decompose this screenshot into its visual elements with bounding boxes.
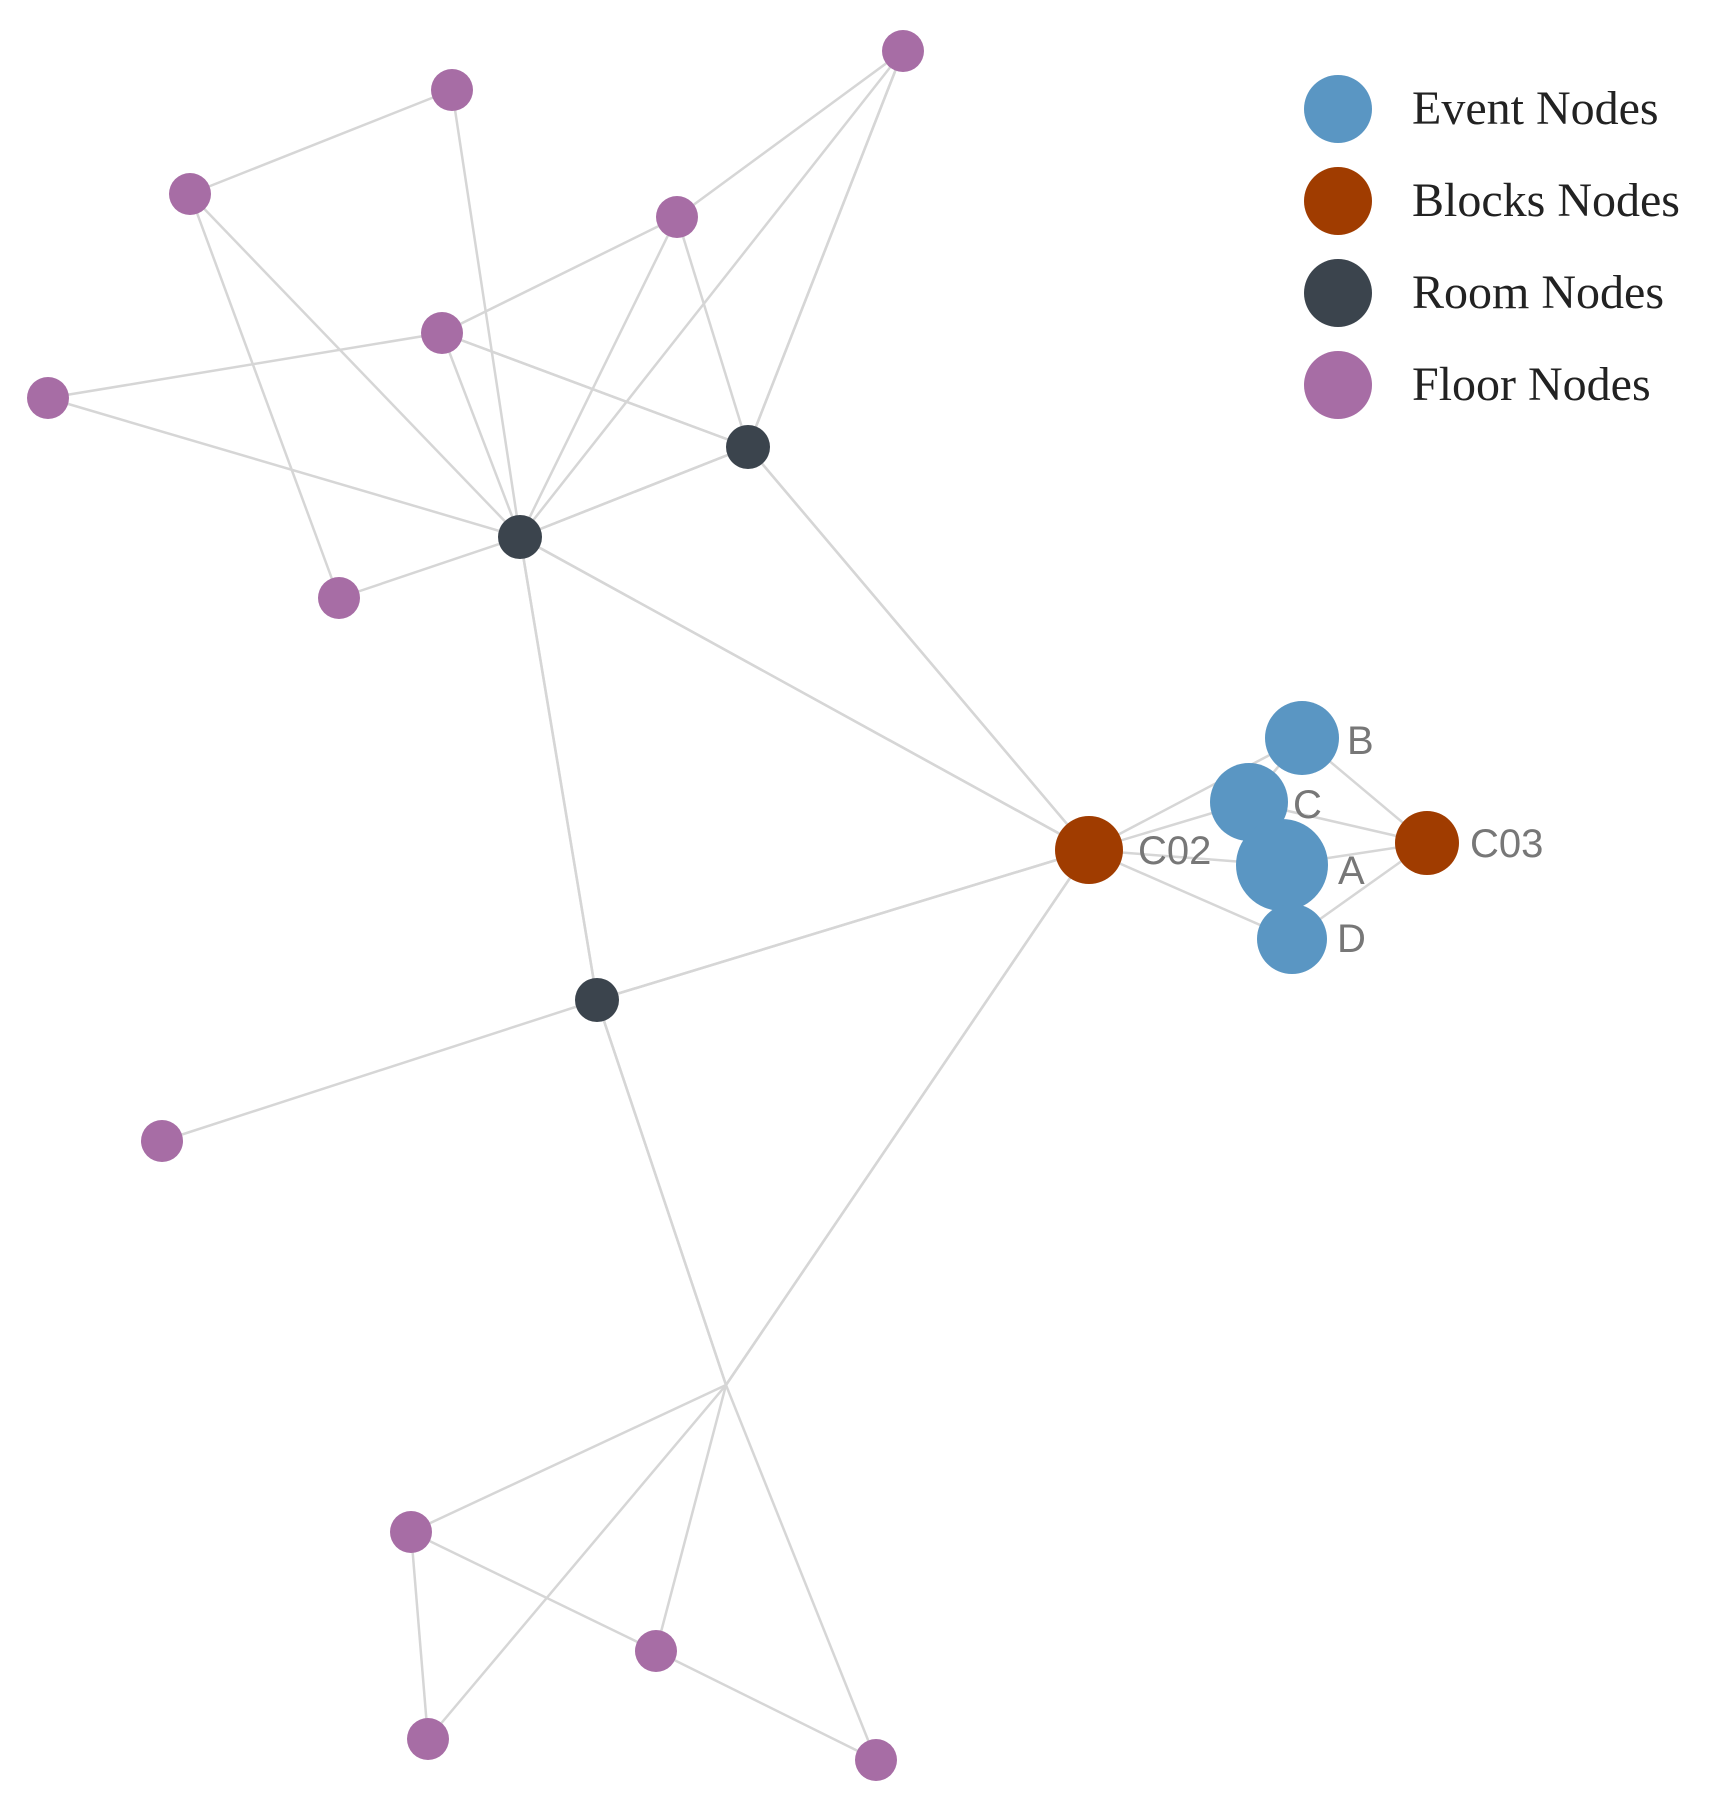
node-label-b: B <box>1347 719 1374 763</box>
node-label-c: C <box>1293 783 1322 827</box>
edge-hub-3 <box>518 536 599 1001</box>
event-node-swatch-icon <box>1304 75 1372 143</box>
floor-node-f4 <box>27 377 69 419</box>
edge-hub-0 <box>519 445 749 539</box>
legend-label-event: Event Nodes <box>1412 82 1659 135</box>
edge-hub-7 <box>746 50 905 448</box>
event-node-b <box>1265 701 1339 775</box>
edge-f2-r1 <box>450 89 522 538</box>
floor-node-f13 <box>855 1739 897 1781</box>
edge-hub-8 <box>675 216 750 448</box>
legend-label-block: Blocks Nodes <box>1412 174 1680 227</box>
graph-edges <box>47 49 1428 1762</box>
edge-f9-r4 <box>161 998 598 1143</box>
node-label-c03: C03 <box>1470 822 1543 866</box>
event-node-d <box>1257 904 1327 974</box>
floor-node-f1 <box>169 173 211 215</box>
node-label-d: D <box>1337 917 1366 961</box>
legend: Event Nodes Blocks Nodes Room Nodes Floo… <box>1300 75 1720 443</box>
room-node-r4 <box>575 978 619 1022</box>
edge-f7-f8 <box>676 49 904 219</box>
legend-label-floor: Floor Nodes <box>1412 358 1651 411</box>
graph-nodes <box>27 30 1459 1781</box>
block-node-swatch-icon <box>1304 167 1372 235</box>
floor-node-f10 <box>390 1511 432 1553</box>
legend-label-room: Room Nodes <box>1412 266 1664 319</box>
edge-hub-5 <box>595 999 728 1386</box>
edge-c02-b <box>1088 736 1303 852</box>
edge-f4-r2 <box>47 396 521 539</box>
edge-f10-f12 <box>409 1531 430 1740</box>
edge-f5-r1 <box>338 535 521 600</box>
edge-f6-f7 <box>441 215 678 335</box>
floor-node-f3 <box>882 30 924 72</box>
event-node-a <box>1236 819 1328 911</box>
floor-node-f7 <box>656 196 698 238</box>
edge-c02-d <box>1088 848 1293 941</box>
edge-hub-6 <box>724 849 1091 1386</box>
legend-item-event: Event Nodes <box>1300 75 1720 143</box>
edge-r5-f10 <box>410 1383 727 1534</box>
block-node-c02 <box>1055 816 1123 884</box>
legend-item-block: Blocks Nodes <box>1300 167 1720 235</box>
floor-node-f9 <box>141 1120 183 1162</box>
room-node-swatch-icon <box>1304 259 1372 327</box>
floor-node-f2 <box>431 69 473 111</box>
edge-f6-r2 <box>440 332 522 538</box>
floor-node-f5 <box>318 577 360 619</box>
edge-f1-r1 <box>189 193 521 538</box>
edge-r5-f11 <box>654 1384 728 1652</box>
edge-f4-f6 <box>47 331 443 400</box>
edge-r5-f12 <box>427 1384 727 1740</box>
room-node-r1 <box>498 515 542 559</box>
room-node-r3 <box>726 425 770 469</box>
floor-node-f6 <box>421 312 463 354</box>
edge-hub-4 <box>596 848 1090 1002</box>
floor-node-f12 <box>407 1718 449 1760</box>
edge-hub-2 <box>519 535 1090 852</box>
edge-f10-f11 <box>410 1530 657 1653</box>
floor-node-f11 <box>635 1630 677 1672</box>
block-node-c03 <box>1395 811 1459 875</box>
edge-f3-r1 <box>519 50 904 538</box>
edge-f11-f13 <box>655 1649 877 1762</box>
edge-hub-9 <box>441 331 749 449</box>
edge-f1-f5 <box>188 193 341 599</box>
edge-hub-1 <box>747 446 1090 851</box>
edge-f7-r2 <box>518 216 679 538</box>
legend-item-room: Room Nodes <box>1300 259 1720 327</box>
edge-r5-f13 <box>724 1384 878 1761</box>
floor-node-swatch-icon <box>1304 351 1372 419</box>
node-label-a: A <box>1338 849 1365 893</box>
edge-f1-f2 <box>189 88 453 196</box>
legend-item-floor: Floor Nodes <box>1300 351 1720 419</box>
node-label-c02: C02 <box>1138 829 1211 873</box>
